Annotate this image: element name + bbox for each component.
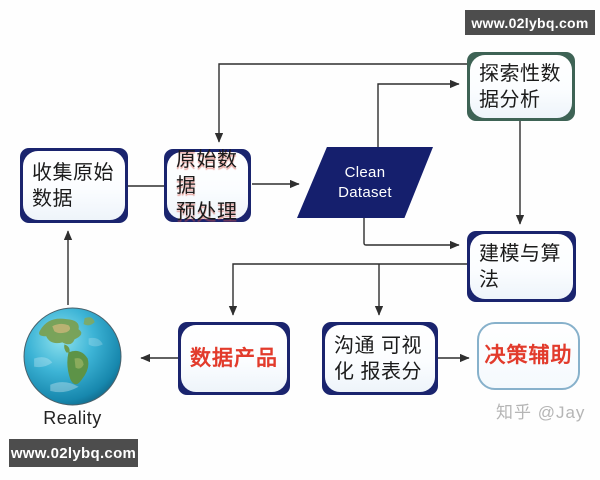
node-modeling-algorithms: 建模与算 法 bbox=[467, 231, 576, 302]
node-label: 数据产品 bbox=[190, 346, 278, 370]
edge-modeling-dataproduct bbox=[228, 263, 467, 316]
node-decision-support: 决策辅助 bbox=[477, 322, 580, 390]
node-communication-visualization: 沟通 可视 化 报表分 bbox=[322, 322, 438, 395]
node-data-product: 数据产品 bbox=[178, 322, 290, 395]
node-label: 探索性数 据分析 bbox=[479, 62, 561, 111]
node-label: 建模与算 法 bbox=[479, 242, 561, 291]
node-label: 沟通 可视 化 报表分 bbox=[334, 334, 423, 383]
node-label: 决策辅助 bbox=[484, 344, 573, 367]
edge-clean-modeling bbox=[363, 218, 460, 250]
edge-clean-eda bbox=[377, 79, 460, 147]
earth-globe-icon bbox=[23, 307, 122, 406]
author-credit: 知乎 @Jay bbox=[496, 403, 586, 422]
edge-eda-preprocess bbox=[214, 63, 467, 143]
node-collect-raw-data: 收集原始 数据 bbox=[20, 148, 128, 223]
node-label: 原始数据 预处理 bbox=[176, 148, 238, 223]
watermark-banner-bottom-left: www.02lybq.com bbox=[9, 439, 138, 467]
reality-label: Reality bbox=[43, 408, 102, 428]
node-exploratory-data-analysis: 探索性数 据分析 bbox=[467, 52, 575, 121]
watermark-banner-top-right: www.02lybq.com bbox=[465, 10, 595, 35]
node-label: 收集原始 数据 bbox=[32, 161, 114, 210]
node-preprocess: 原始数据 预处理 bbox=[164, 148, 251, 223]
node-label: Clean Dataset bbox=[338, 163, 392, 201]
node-clean-dataset: Clean Dataset bbox=[297, 147, 433, 218]
